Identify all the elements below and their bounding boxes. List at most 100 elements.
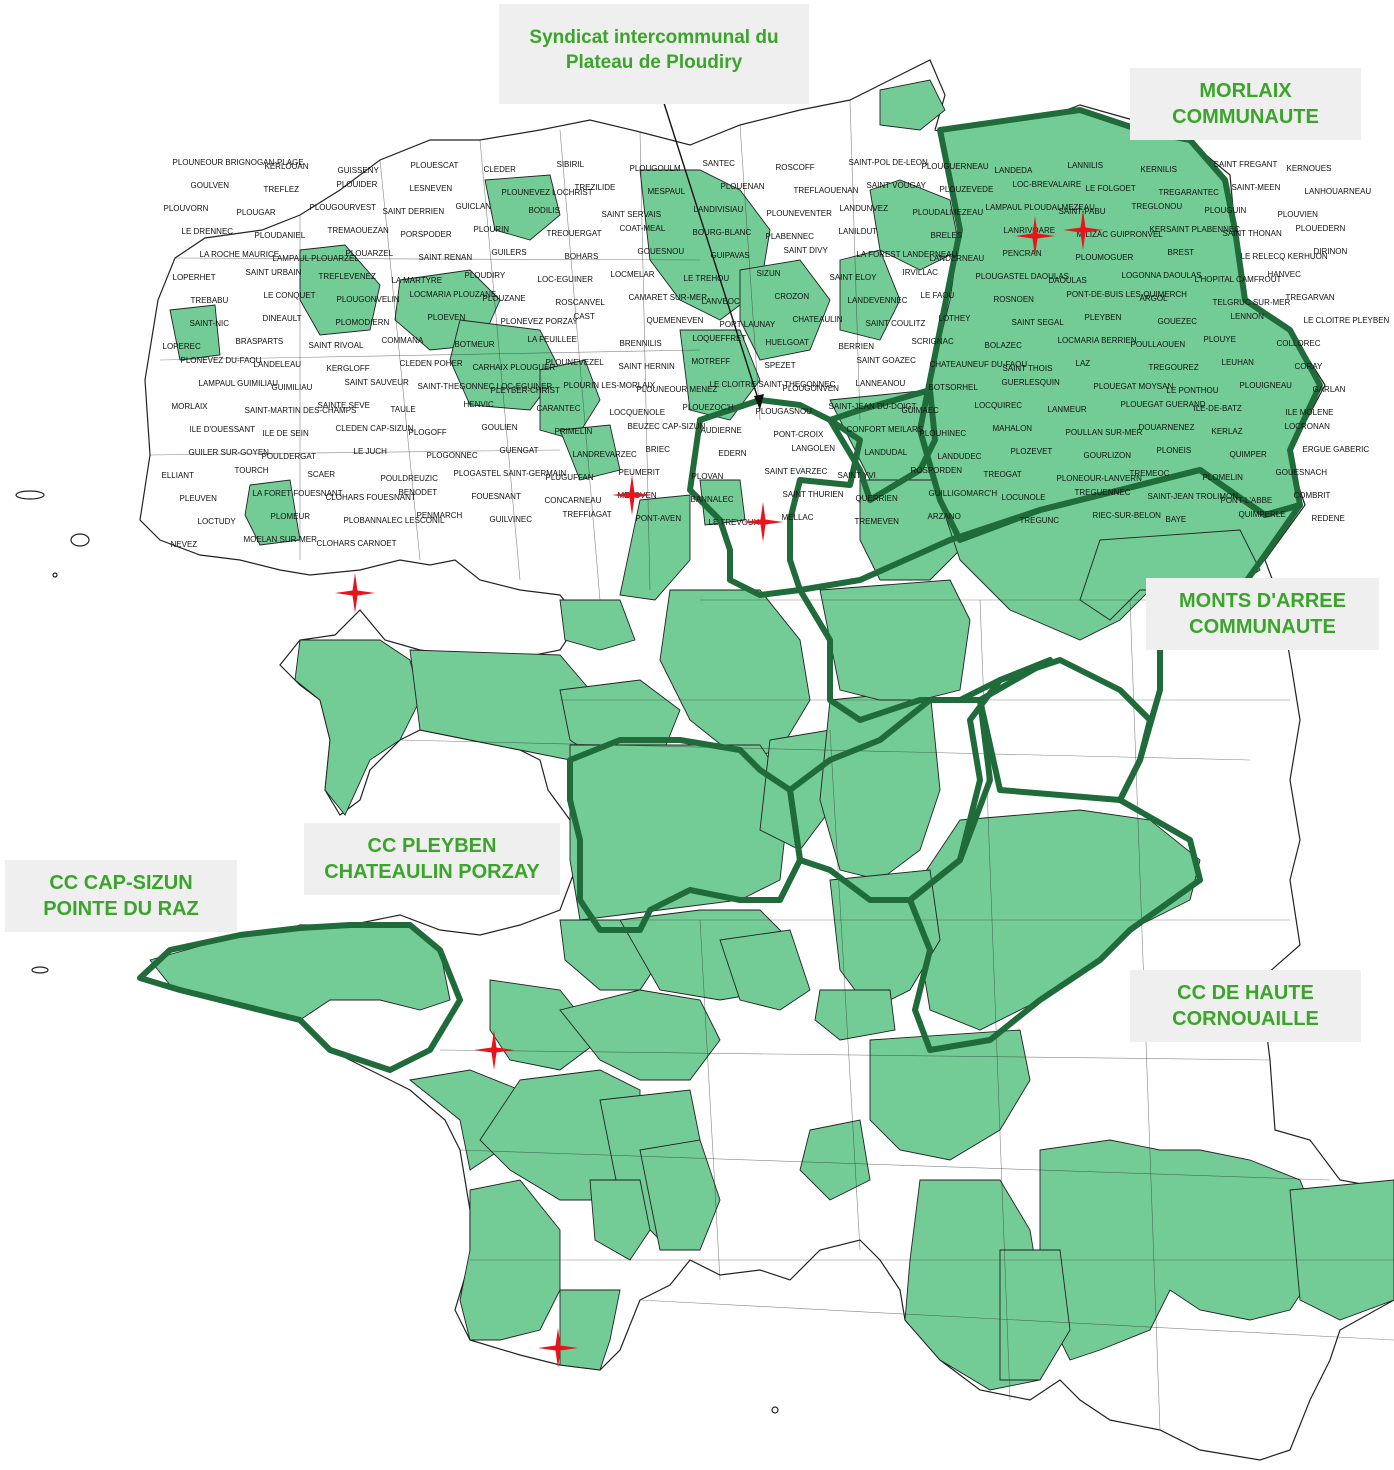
commune-name: SAINT SAUVEUR	[345, 378, 410, 387]
member-commune-area	[244, 479, 301, 546]
commune-name: PLOUGONVEN	[783, 384, 840, 393]
island-shape	[771, 1406, 779, 1414]
commune-name: POULDREUZIC	[381, 474, 439, 483]
commune-name: PORSPODER	[401, 230, 452, 239]
commune-name: LAMPAUL PLOUDALMEZEAU	[986, 203, 1096, 212]
member-commune-area	[869, 1029, 1031, 1161]
commune-name: PLOUEGAT MOYSAN	[1094, 382, 1174, 391]
commune-name: CHATEAUNEUF DU-FAOU	[930, 360, 1028, 369]
commune-name: REDENE	[1312, 514, 1345, 523]
commune-name: GUICLAN	[456, 202, 492, 211]
commune-name: PORT-LAUNAY	[720, 320, 776, 329]
commune-name: LOCTUDY	[198, 517, 237, 526]
commune-name: GUIMILIAU	[272, 383, 313, 392]
commune-name: LANVEOC	[702, 297, 740, 306]
commune-name: SCRIGNAC	[912, 337, 954, 346]
commune-name: POULLAOUEN	[1131, 340, 1186, 349]
member-commune-area	[999, 1249, 1071, 1381]
commune-name: PLOUENAN	[721, 182, 765, 191]
commune-name: CLOHARS FOUESNANT	[326, 493, 416, 502]
commune-name: PLOUNEOUR MENEZ	[637, 385, 718, 394]
commune-name: PLOGOFF	[409, 428, 447, 437]
commune-name: GOURLIZON	[1084, 451, 1132, 460]
commune-name: BANNALEC	[691, 495, 734, 504]
commune-name: LE CONQUET	[264, 291, 316, 300]
commune-name: LA FEUILLEE	[528, 335, 577, 344]
commune-name: BRASPARTS	[236, 337, 284, 346]
commune-border	[639, 131, 651, 591]
commune-name: PLABENNEC	[766, 232, 815, 241]
commune-name: BENODET	[399, 488, 438, 497]
member-commune-area	[679, 329, 761, 421]
commune-name: SAINT GOAZEC	[857, 356, 917, 365]
commune-name: LAZ	[1076, 359, 1091, 368]
commune-name: SAINT-POL DE-LEON	[849, 158, 929, 167]
commune-name: PLOUGAR	[237, 208, 276, 217]
commune-name: GUILERS	[492, 248, 527, 257]
label-capsizun-line2: POINTE DU RAZ	[43, 898, 199, 920]
member-commune-area	[489, 979, 601, 1071]
commune-name: ROSPORDEN	[911, 466, 963, 475]
commune-name: CORAY	[1295, 362, 1324, 371]
member-commune-area	[814, 989, 896, 1041]
water-intake-star-icon	[335, 573, 375, 613]
commune-name: L'HOPITAL CAMFROUT	[1195, 275, 1282, 284]
commune-name: SAINT-MEEN	[1232, 183, 1281, 192]
commune-name: LANNEANOU	[856, 379, 906, 388]
commune-name: PRIMELIN	[555, 427, 593, 436]
commune-name: LA FORET FOUESNANT	[253, 489, 343, 498]
commune-name: CONCARNEAU	[545, 496, 602, 505]
commune-name: SAINT DIVY	[784, 246, 829, 255]
commune-name: MELLAC	[782, 513, 814, 522]
commune-name: SPEZET	[765, 361, 796, 370]
island-shape	[52, 572, 58, 578]
commune-name: PONT-L'ABBE	[1221, 496, 1273, 505]
commune-name: PLEYBER-CHRIST	[491, 386, 560, 395]
commune-name: SAINT THURIEN	[783, 490, 844, 499]
label-cc-capsizun: CC CAP-SIZUN POINTE DU RAZ	[5, 860, 237, 932]
commune-name: PLOUARZEL	[346, 249, 394, 258]
commune-name: TREMEOC	[1130, 469, 1170, 478]
commune-name: TREGUNC	[1020, 516, 1060, 525]
member-commune-area	[169, 304, 221, 361]
commune-name: COAT-MEAL	[620, 224, 666, 233]
commune-name: LANDREVARZEC	[573, 450, 638, 459]
commune-name: LOC-EGUINER	[538, 275, 594, 284]
commune-name: TREMEVEN	[855, 517, 900, 526]
water-intake-star-icon	[1063, 210, 1103, 250]
commune-name: LOCMARIA PLOUZANE	[410, 290, 497, 299]
commune-name: TREFLEVENEZ	[319, 272, 376, 281]
commune-name: PLOUGASTEL DAOULAS	[976, 272, 1070, 281]
commune-name: GARLAN	[1313, 385, 1346, 394]
commune-name: SAINT HERNIN	[619, 362, 676, 371]
commune-name: TELGRUC SUR-MER	[1213, 298, 1291, 307]
commune-name: LOCQUIREC	[975, 401, 1023, 410]
commune-name: PLOUNEOUR BRIGNOGAN-PLAGE	[173, 158, 304, 167]
label-ploudiry-syndicate: Syndicat intercommunal du Plateau de Plo…	[499, 4, 809, 104]
ploudiry-pointer-arrowhead	[754, 394, 764, 410]
commune-name: LANDEDA	[995, 166, 1033, 175]
commune-name: TAULE	[391, 405, 416, 414]
label-morlaix-line1: MORLAIX	[1199, 80, 1292, 102]
commune-name: TREBABU	[191, 296, 229, 305]
commune-name: ILE DE SEIN	[263, 429, 309, 438]
commune-name: CLEDER	[484, 165, 517, 174]
commune-name: LE DRENNEC	[182, 227, 234, 236]
commune-name: PLOMELIN	[1203, 473, 1244, 482]
water-intake-star-icon	[612, 475, 652, 515]
commune-name: AUDIERNE	[701, 426, 742, 435]
commune-name: LOPEREC	[163, 342, 201, 351]
water-intake-star-icon	[743, 502, 783, 542]
commune-border	[159, 349, 701, 361]
commune-name: KERGLOFF	[327, 364, 370, 373]
commune-name: BRENNILIS	[620, 339, 662, 348]
water-intake-star-icon	[474, 1030, 514, 1070]
commune-name: GUIMAEC	[902, 406, 940, 415]
commune-name: LANDUDEC	[938, 452, 982, 461]
commune-name: BOURG-BLANC	[693, 228, 752, 237]
commune-name: LANDUNVEZ	[840, 204, 889, 213]
commune-name: IRVILLAC	[903, 268, 939, 277]
commune-name: KERLAZ	[1212, 427, 1243, 436]
commune-name: LOCQUENOLE	[610, 408, 666, 417]
label-haute-line1: CC DE HAUTE	[1177, 982, 1314, 1004]
